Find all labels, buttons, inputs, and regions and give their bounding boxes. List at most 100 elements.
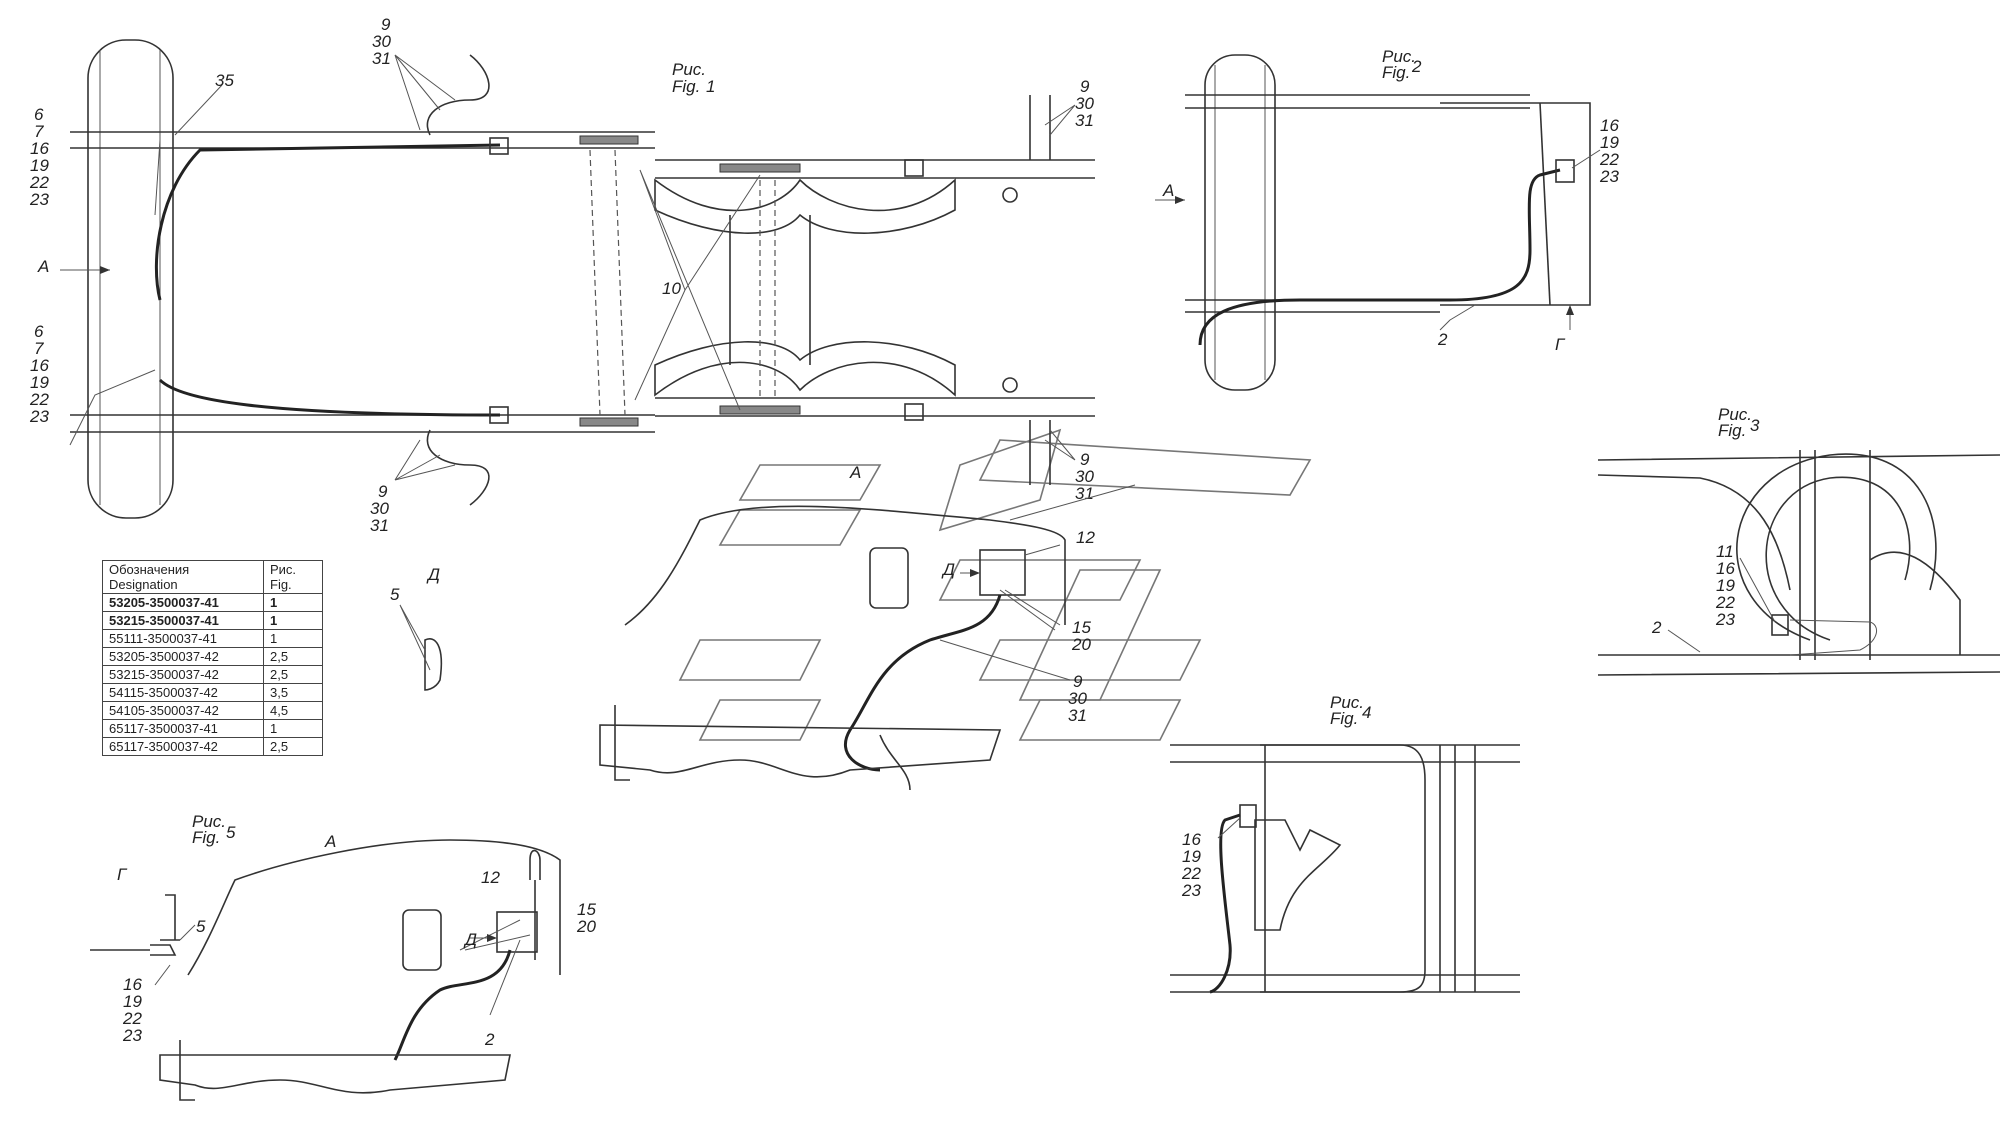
fig4-title-ru: Рис. [1330,693,1364,712]
svg-text:23: 23 [1599,167,1619,186]
svg-text:22: 22 [29,173,49,192]
fig3-title-en: Fig. [1718,421,1746,440]
svg-text:15: 15 [577,900,596,919]
svg-text:19: 19 [1716,576,1735,595]
svg-text:23: 23 [1181,881,1201,900]
view-arrow-a-fig2: А [1162,181,1174,200]
header-fig: Рис. Fig. [263,560,323,594]
fig2-title-en: Fig. [1382,63,1410,82]
callout-12: 12 [1076,528,1095,547]
svg-text:22: 22 [29,390,49,409]
designation-cell: 53205-3500037-41 [102,593,264,612]
svg-text:16: 16 [123,975,142,994]
designation-cell: 54115-3500037-42 [102,683,264,702]
svg-text:22: 22 [1181,864,1201,883]
fig3-view [1597,450,2000,676]
callout-35: 35 [215,71,234,90]
svg-text:6: 6 [34,322,44,341]
svg-text:19: 19 [123,992,142,1011]
callout-stack-9-31-right-bottom: 9 30 31 [1075,450,1094,503]
fig4-callout-stack: 16 19 22 23 [1181,830,1201,900]
svg-text:31: 31 [1075,111,1094,130]
svg-text:30: 30 [1068,689,1087,708]
svg-text:23: 23 [29,190,49,209]
fig1-number: 1 [706,77,715,96]
svg-text:16: 16 [30,139,49,158]
svg-text:31: 31 [1075,484,1094,503]
view-a-stack-9-31: 9 30 31 [1068,672,1087,725]
fig1-chassis-top-view [60,39,1095,519]
svg-text:20: 20 [1071,635,1091,654]
svg-text:6: 6 [34,105,44,124]
svg-text:22: 22 [1715,593,1735,612]
svg-text:16: 16 [1716,559,1735,578]
svg-text:15: 15 [1072,618,1091,637]
svg-text:16: 16 [30,356,49,375]
fig3-callout-stack: 11 16 19 22 23 [1715,542,1735,629]
fig4-number: 4 [1362,703,1371,722]
svg-text:23: 23 [122,1026,142,1045]
fig1-title-en: Fig. [672,77,700,96]
svg-text:16: 16 [1182,830,1201,849]
fig5-callout-12: 12 [481,868,500,887]
svg-text:30: 30 [370,499,389,518]
fig-cell: 1 [263,719,323,738]
fig1-title-ru: Рис. [672,60,706,79]
callout-stack-9-31-bottom: 9 30 31 [370,482,389,535]
callout-stack-left-top: 6 7 16 19 22 23 [29,105,49,209]
svg-text:9: 9 [1080,450,1090,469]
svg-text:19: 19 [30,373,49,392]
fig5-view-g: Г [117,865,128,884]
fig-cell: 1 [263,593,323,612]
fig-cell: 2,5 [263,737,323,756]
fig5-title-ru: Рис. [192,812,226,831]
svg-text:11: 11 [1716,542,1734,561]
designation-cell: 54105-3500037-42 [102,701,264,720]
svg-text:9: 9 [1080,77,1090,96]
designation-cell: 65117-3500037-41 [102,719,264,738]
seat-back [869,547,909,609]
view-d-detail [399,604,443,691]
fig5-view-a: А [324,832,336,851]
fig5-stack-15-20: 15 20 [576,900,596,936]
designation-cell: 53215-3500037-42 [102,665,264,684]
svg-text:16: 16 [1600,116,1619,135]
designation-cell: 53205-3500037-42 [102,647,264,666]
table-header-row: Обозначения Designation Рис. Fig. [102,560,323,594]
svg-text:31: 31 [370,516,389,535]
fig2-callout-2: 2 [1437,330,1448,349]
svg-text:20: 20 [576,917,596,936]
svg-text:9: 9 [381,15,391,34]
fig2-wheel [1204,54,1276,391]
front-wheel [87,39,174,519]
designation-table: Обозначения Designation Рис. Fig. 53205-… [102,560,323,756]
header-designation: Обозначения Designation [102,560,264,594]
designation-cell: 53215-3500037-41 [102,611,264,630]
fig-cell: 4,5 [263,701,323,720]
view-d-arrow: Д [941,560,955,579]
fig3-number: 3 [1750,416,1760,435]
svg-text:30: 30 [372,32,391,51]
fig5-view-d: Д [463,930,477,949]
callout-10: 10 [662,279,681,298]
svg-text:31: 31 [372,49,391,68]
fig-cell: 1 [263,611,323,630]
designation-cell: 55111-3500037-41 [102,629,264,648]
fig-cell: 2,5 [263,647,323,666]
fig-cell: 1 [263,629,323,648]
fig5-callout-5: 5 [196,917,206,936]
svg-text:23: 23 [1715,610,1735,629]
svg-text:22: 22 [122,1009,142,1028]
fig5-title-en: Fig. [192,828,220,847]
fig-cell: 2,5 [263,665,323,684]
fig5-seat-back [402,909,442,971]
callout-stack-9-31-right-top: 9 30 31 [1075,77,1094,130]
fig2-number: 2 [1411,57,1422,76]
